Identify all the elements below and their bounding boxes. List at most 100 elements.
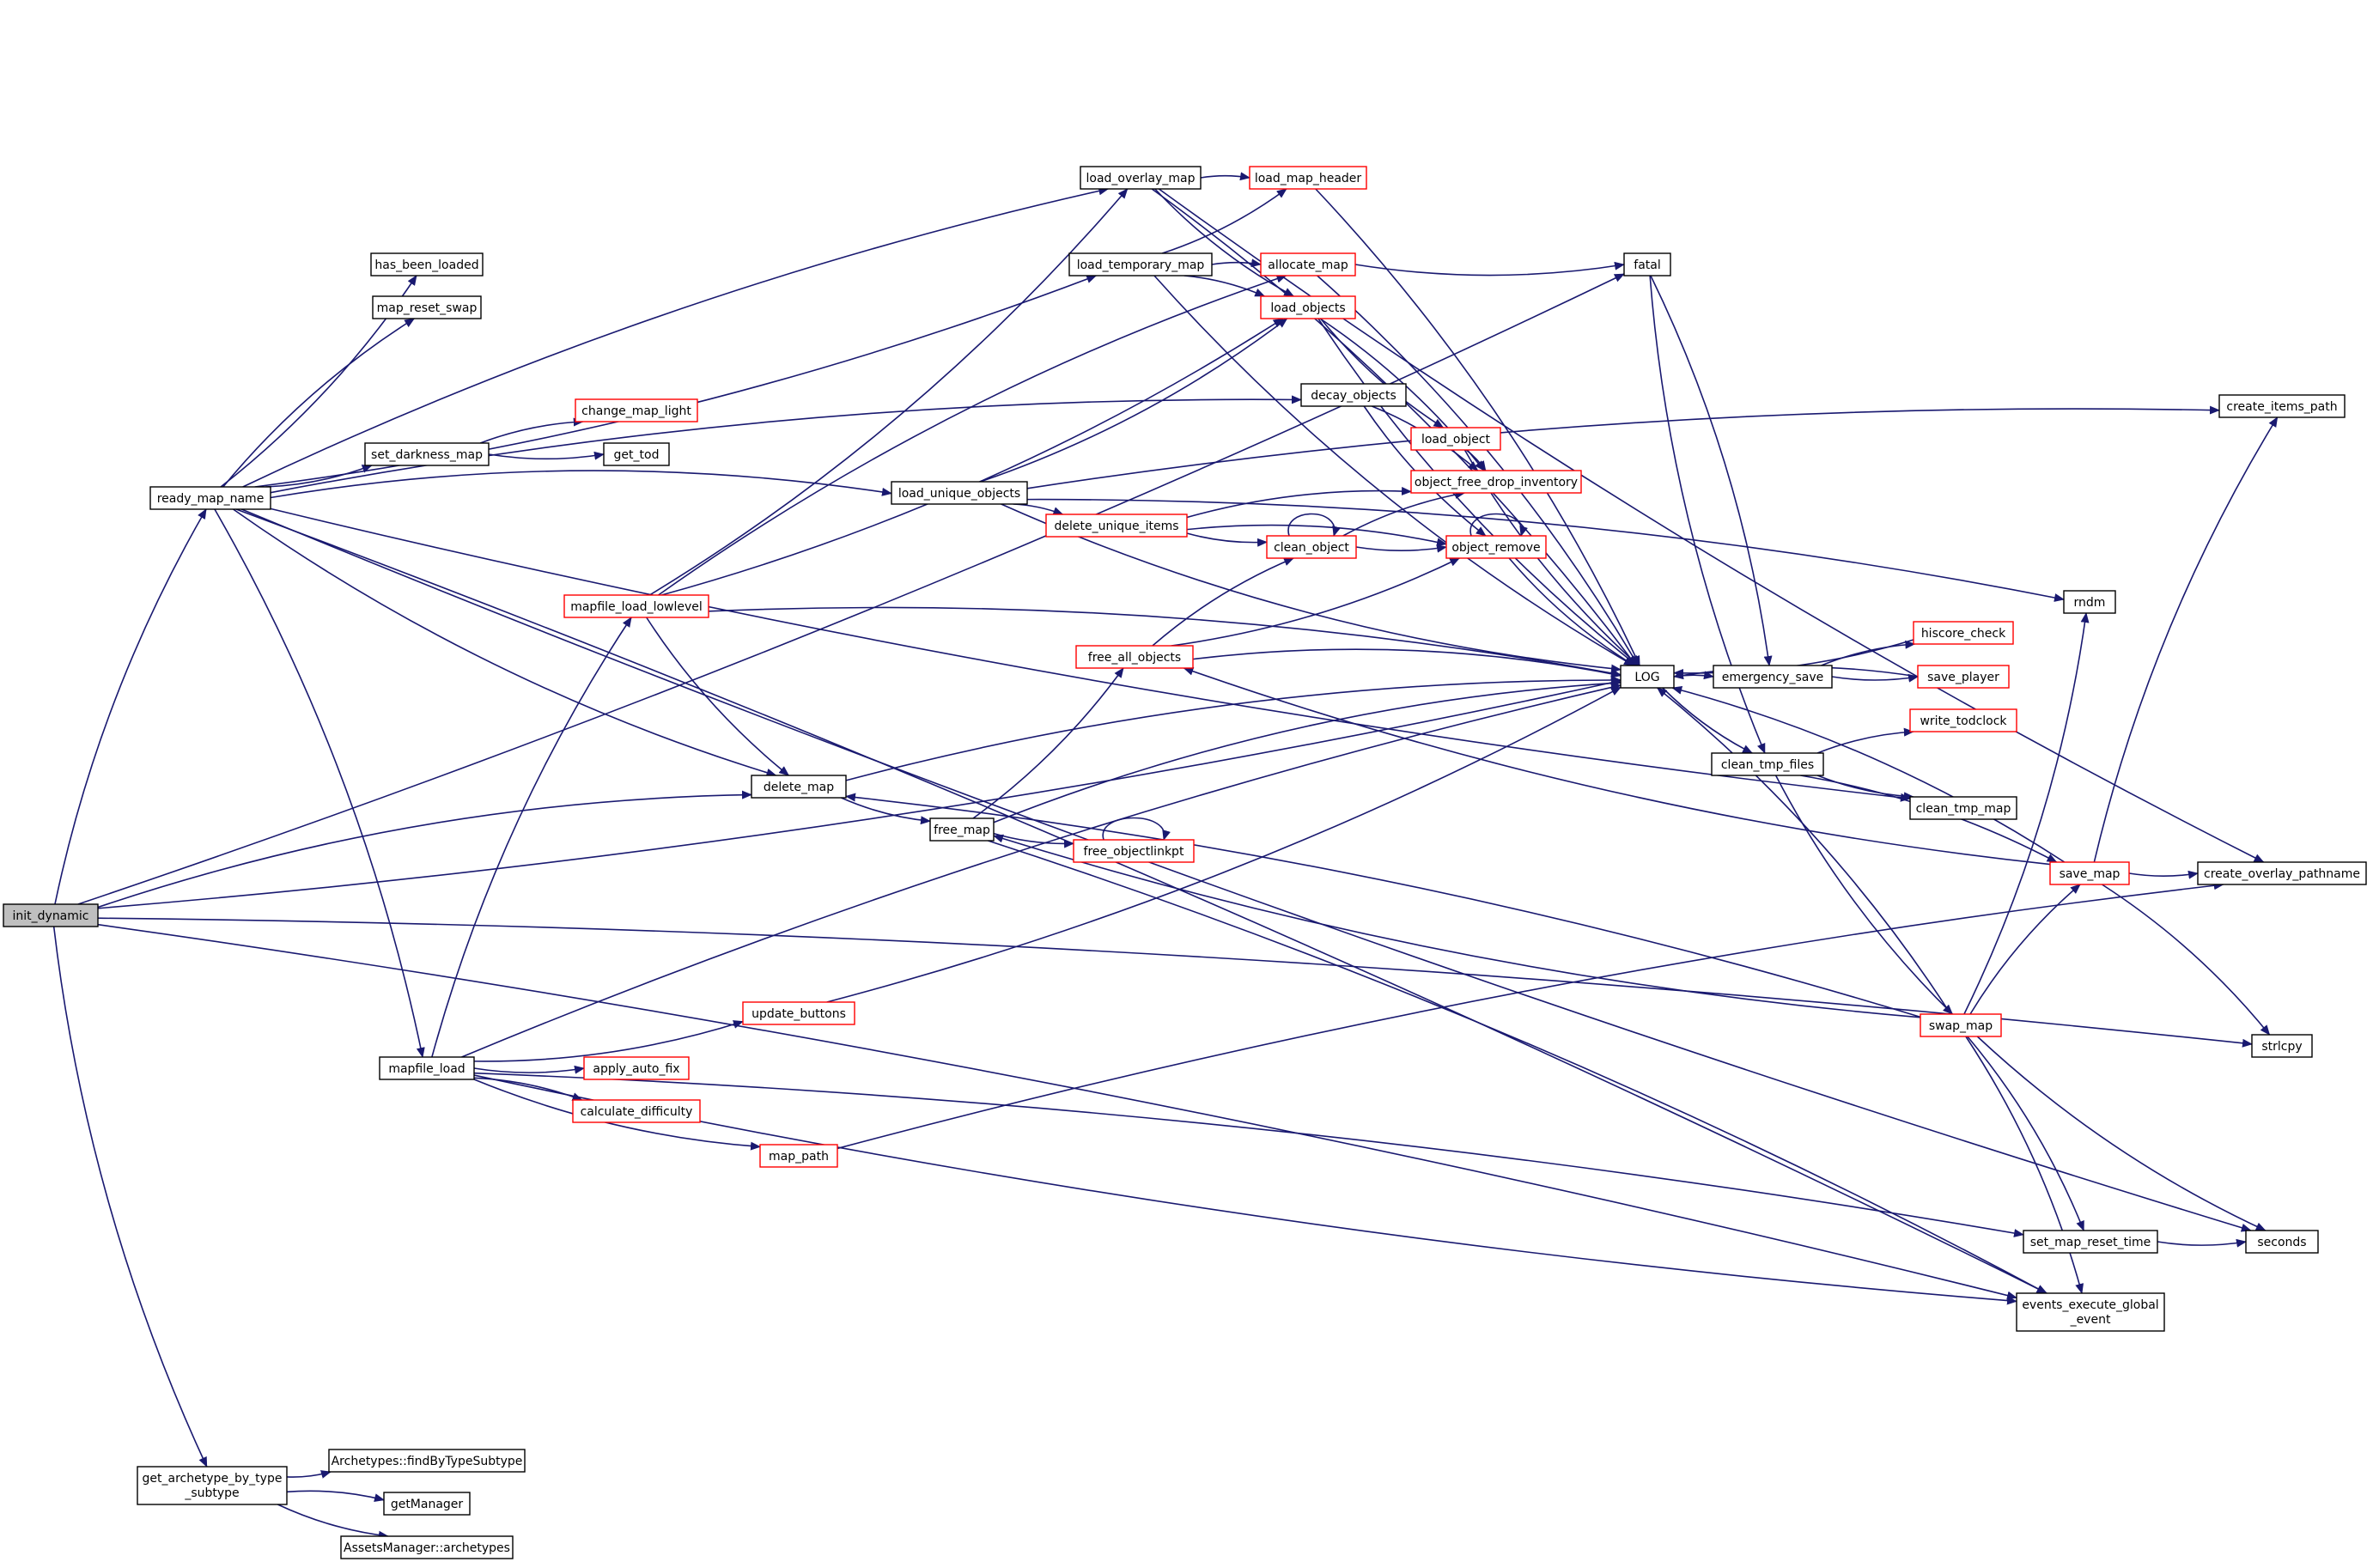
node-calculate_difficulty[interactable]: calculate_difficulty	[572, 1099, 701, 1123]
node-save_player[interactable]: save_player	[1917, 665, 2010, 689]
node-init_dynamic[interactable]: init_dynamic	[3, 903, 99, 927]
edge-clean_object-to-object_free_drop_inventory	[1342, 490, 1466, 537]
node-create_items_path[interactable]: create_items_path	[2218, 394, 2346, 418]
edge-save_map-to-create_overlay_pathname	[2128, 870, 2199, 879]
node-label: allocate_map	[1268, 258, 1348, 272]
edge-load_object-to-object_free_drop_inventory	[1465, 449, 1487, 471]
edge-swap_map-to-set_map_reset_time	[1967, 1036, 2084, 1231]
node-set_darkness_map[interactable]: set_darkness_map	[364, 442, 490, 466]
node-load_overlay_map[interactable]: load_overlay_map	[1080, 166, 1202, 190]
node-delete_map[interactable]: delete_map	[751, 775, 847, 799]
node-AssetsManager_archetypes[interactable]: AssetsManager::archetypes	[340, 1535, 514, 1559]
node-delete_unique_items[interactable]: delete_unique_items	[1045, 514, 1188, 538]
edge-mapfile_load-to-set_map_reset_time	[473, 1072, 2024, 1237]
node-get_archetype_by_type_subtype[interactable]: get_archetype_by_type_subtype	[137, 1466, 288, 1505]
node-label: AssetsManager::archetypes	[344, 1541, 510, 1555]
edge-load_temporary_map-to-load_map_header	[1161, 188, 1287, 254]
node-load_object[interactable]: load_object	[1410, 427, 1501, 451]
edge-delete_unique_items-to-object_free_drop_inventory	[1186, 486, 1412, 519]
node-label: load_map_header	[1255, 172, 1362, 185]
node-decay_objects[interactable]: decay_objects	[1300, 383, 1407, 407]
edge-mapfile_load-to-events_execute_global_event	[473, 1074, 2017, 1305]
node-clean_tmp_map[interactable]: clean_tmp_map	[1909, 796, 2017, 820]
node-label: emergency_save	[1722, 671, 1824, 684]
node-seconds[interactable]: seconds	[2245, 1230, 2319, 1254]
node-load_objects[interactable]: load_objects	[1260, 295, 1356, 319]
edge-mapfile_load-to-LOG	[461, 683, 1622, 1058]
node-allocate_map[interactable]: allocate_map	[1260, 252, 1356, 277]
node-free_map[interactable]: free_map	[929, 817, 995, 842]
node-free_all_objects[interactable]: free_all_objects	[1075, 645, 1194, 669]
node-has_been_loaded[interactable]: has_been_loaded	[370, 252, 484, 277]
node-label: _event	[2070, 1313, 2111, 1327]
node-events_execute_global_event[interactable]: events_execute_global_event	[2016, 1292, 2165, 1332]
node-label: update_buttons	[751, 1007, 846, 1021]
node-box	[2063, 590, 2116, 614]
node-create_overlay_pathname[interactable]: create_overlay_pathname	[2197, 861, 2367, 885]
node-strlcpy[interactable]: strlcpy	[2251, 1034, 2313, 1058]
edge-load_unique_objects-to-create_items_path	[1026, 405, 2220, 489]
edge-load_temporary_map-to-LOG	[1153, 275, 1634, 666]
node-box	[759, 1144, 838, 1168]
node-free_objectlinkpt[interactable]: free_objectlinkpt	[1073, 839, 1195, 863]
node-label: hiscore_check	[1921, 627, 2006, 641]
node-load_temporary_map[interactable]: load_temporary_map	[1068, 252, 1213, 277]
node-label: free_all_objects	[1088, 651, 1181, 665]
node-label: object_free_drop_inventory	[1415, 476, 1578, 489]
node-get_tod[interactable]: get_tod	[603, 442, 670, 466]
edge-map_path-to-create_overlay_pathname	[837, 881, 2224, 1150]
node-label: create_items_path	[2226, 400, 2337, 414]
node-load_unique_objects[interactable]: load_unique_objects	[891, 481, 1028, 505]
node-update_buttons[interactable]: update_buttons	[742, 1001, 855, 1025]
node-label: swap_map	[1929, 1019, 1993, 1033]
node-ready_map_name[interactable]: ready_map_name	[149, 486, 271, 510]
edge-LOG-to-clean_tmp_files	[1662, 687, 1754, 754]
node-load_map_header[interactable]: load_map_header	[1249, 166, 1367, 190]
node-label: save_player	[1927, 671, 1999, 684]
node-getManager[interactable]: getManager	[383, 1492, 471, 1516]
edge-clean_tmp_files-to-swap_map	[1774, 775, 1954, 1015]
node-object_free_drop_inventory[interactable]: object_free_drop_inventory	[1410, 470, 1582, 494]
node-box	[572, 1099, 701, 1123]
edge-free_all_objects-to-LOG	[1192, 648, 1622, 678]
node-label: object_remove	[1451, 541, 1540, 555]
node-fatal[interactable]: fatal	[1623, 252, 1671, 277]
node-rndm[interactable]: rndm	[2063, 590, 2116, 614]
edge-init_dynamic-to-LOG	[97, 678, 1622, 909]
node-object_remove[interactable]: object_remove	[1445, 535, 1547, 559]
edge-free_map-to-LOG	[993, 678, 1622, 824]
node-apply_auto_fix[interactable]: apply_auto_fix	[583, 1056, 690, 1080]
node-clean_object[interactable]: clean_object	[1266, 535, 1357, 559]
node-map_reset_swap[interactable]: map_reset_swap	[372, 295, 482, 319]
node-write_todclock[interactable]: write_todclock	[1909, 708, 2017, 732]
edge-init_dynamic-to-ready_map_name	[54, 508, 207, 905]
node-mapfile_load_lowlevel[interactable]: mapfile_load_lowlevel	[563, 594, 709, 618]
node-emergency_save[interactable]: emergency_save	[1713, 665, 1833, 689]
node-box	[1410, 427, 1501, 451]
node-box	[149, 486, 271, 510]
node-change_map_light[interactable]: change_map_light	[575, 398, 698, 422]
node-hiscore_check[interactable]: hiscore_check	[1913, 621, 2014, 645]
node-label: map_path	[769, 1150, 829, 1164]
edge-ready_map_name-to-load_unique_objects	[270, 470, 892, 499]
edge-allocate_map-to-fatal	[1354, 261, 1625, 277]
edge-load_temporary_map-to-allocate_map	[1211, 258, 1262, 268]
node-mapfile_load[interactable]: mapfile_load	[379, 1056, 475, 1080]
node-box	[563, 594, 709, 618]
node-set_map_reset_time[interactable]: set_map_reset_time	[2023, 1230, 2158, 1254]
node-save_map[interactable]: save_map	[2049, 861, 2130, 885]
node-label: events_execute_global	[2022, 1298, 2158, 1312]
node-label: clean_tmp_map	[1916, 802, 2011, 816]
node-Archetypes_findByTypeSubtype[interactable]: Archetypes::findByTypeSubtype	[328, 1449, 526, 1473]
edge-swap_map-to-events_execute_global_event	[1965, 1036, 2084, 1294]
node-label: free_objectlinkpt	[1084, 845, 1184, 859]
node-map_path[interactable]: map_path	[759, 1144, 838, 1168]
edge-delete_map-to-LOG	[845, 675, 1622, 781]
node-LOG[interactable]: LOG	[1620, 665, 1675, 689]
node-swap_map[interactable]: swap_map	[1920, 1013, 2002, 1037]
node-box	[364, 442, 490, 466]
node-label: has_been_loaded	[374, 258, 478, 272]
node-label: delete_unique_items	[1054, 520, 1178, 533]
node-clean_tmp_files[interactable]: clean_tmp_files	[1711, 752, 1824, 776]
node-box	[575, 398, 698, 422]
